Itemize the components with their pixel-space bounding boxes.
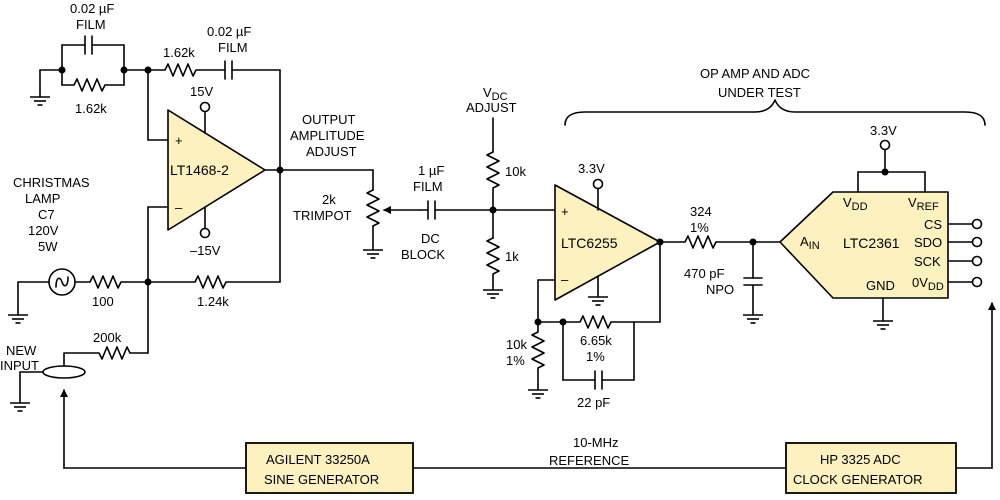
dut-label-2: UNDER TEST — [718, 85, 801, 100]
ref-label-2: REFERENCE — [549, 453, 630, 468]
out-amp-label-1: OUTPUT — [302, 112, 356, 127]
sine-generator-box — [245, 442, 414, 494]
new-input-label-2: INPUT — [0, 358, 39, 373]
adc-vref-label: VREF — [908, 195, 939, 213]
clock-gen-label-2: CLOCK GENERATOR — [793, 472, 923, 487]
cap-470-value-label: 470 pF — [684, 266, 725, 281]
lamp-label-3: C7 — [38, 207, 55, 222]
dc-block-label-1: DC — [421, 231, 440, 246]
r-10k-top-label: 10k — [505, 164, 526, 179]
ref-label-1: 10-MHz — [573, 435, 619, 450]
sine-gen-label-1: AGILENT 33250A — [266, 452, 370, 467]
cap-1uf-value-label: 1 µF — [418, 163, 444, 178]
opamp2-plus-label: + — [561, 204, 569, 219]
opamp1-name-label: LT1468-2 — [170, 162, 229, 178]
r-665k-tol-label: 1% — [586, 349, 605, 364]
neg-supply-label: –15V — [190, 243, 221, 258]
out-amp-label-2: AMPLITUDE — [290, 128, 365, 143]
dut-brace — [564, 99, 986, 126]
lamp-label-1: CHRISTMAS — [13, 175, 90, 190]
sine-gen-label-2: SINE GENERATOR — [264, 472, 379, 487]
r-324-tol-label: 1% — [690, 220, 709, 235]
cap-1uf-type-label: FILM — [413, 179, 443, 194]
r-665k-label: 6.65k — [580, 333, 612, 348]
c-fb-value-label: 0.02 µF — [70, 1, 114, 16]
r-200k-label: 200k — [93, 330, 122, 345]
lamp-label-4: 120V — [28, 223, 59, 238]
r-124k-label: 1.24k — [197, 294, 229, 309]
adc-supply-label: 3.3V — [870, 123, 897, 138]
r-1k-label: 1k — [505, 249, 519, 264]
clock-gen-label-1: HP 3325 ADC — [820, 452, 901, 467]
vdc-adjust-label: ADJUST — [466, 100, 517, 115]
adc-name-label: LTC2361 — [843, 235, 900, 251]
feedback-network — [29, 35, 281, 171]
adc-vdd-label: VDD — [843, 195, 868, 213]
adc-ain-label: AIN — [800, 234, 820, 252]
cap-22pf-label: 22 pF — [577, 395, 610, 410]
adc-gnd-label: GND — [866, 278, 895, 293]
trimpot-label-1: 2k — [322, 192, 336, 207]
pin-cs-label: CS — [924, 217, 942, 232]
pin-sck-label: SCK — [914, 254, 941, 269]
test-equipment — [60, 302, 996, 494]
pos-supply-label: 15V — [190, 84, 213, 99]
trimpot-network — [279, 117, 556, 299]
dut-label-1: OP AMP AND ADC — [700, 66, 810, 81]
trimpot-label-2: TRIMPOT — [293, 208, 352, 223]
opamp1-minus-label: – — [175, 200, 183, 215]
c-series-type-label: FILM — [218, 40, 248, 55]
opamp2-minus-label: – — [561, 272, 569, 287]
out-amp-label-3: ADJUST — [306, 144, 357, 159]
r-100-label: 100 — [92, 294, 114, 309]
pin-sdo-label: SDO — [914, 235, 942, 250]
r-10k-gnd-label: 10k — [506, 337, 527, 352]
dc-block-label-2: BLOCK — [401, 247, 445, 262]
opamp2-name-label: LTC6255 — [561, 235, 618, 251]
r-10k-gnd-tol-label: 1% — [506, 353, 525, 368]
opamp-ltc6255 — [527, 178, 819, 399]
cap-470-type-label: NPO — [706, 282, 734, 297]
r-fb-top-label: 1.62k — [163, 45, 195, 60]
r-fb-bottom-label: 1.62k — [75, 101, 107, 116]
lamp-label-2: LAMP — [25, 191, 60, 206]
c-fb-type-label: FILM — [76, 17, 106, 32]
r-324-label: 324 — [690, 204, 712, 219]
opamp-lt1468 — [167, 101, 284, 239]
opamp2-supply-label: 3.3V — [578, 161, 605, 176]
lamp-label-5: 5W — [38, 239, 58, 254]
pin-ovdd-label: 0VDD — [912, 275, 944, 293]
c-series-value-label: 0.02 µF — [207, 24, 251, 39]
new-input-label-1: NEW — [6, 343, 37, 358]
opamp1-plus-label: + — [175, 133, 183, 148]
input-network — [7, 169, 281, 412]
adc-ltc2361 — [779, 139, 983, 330]
vdc-label: VDC — [483, 85, 508, 103]
